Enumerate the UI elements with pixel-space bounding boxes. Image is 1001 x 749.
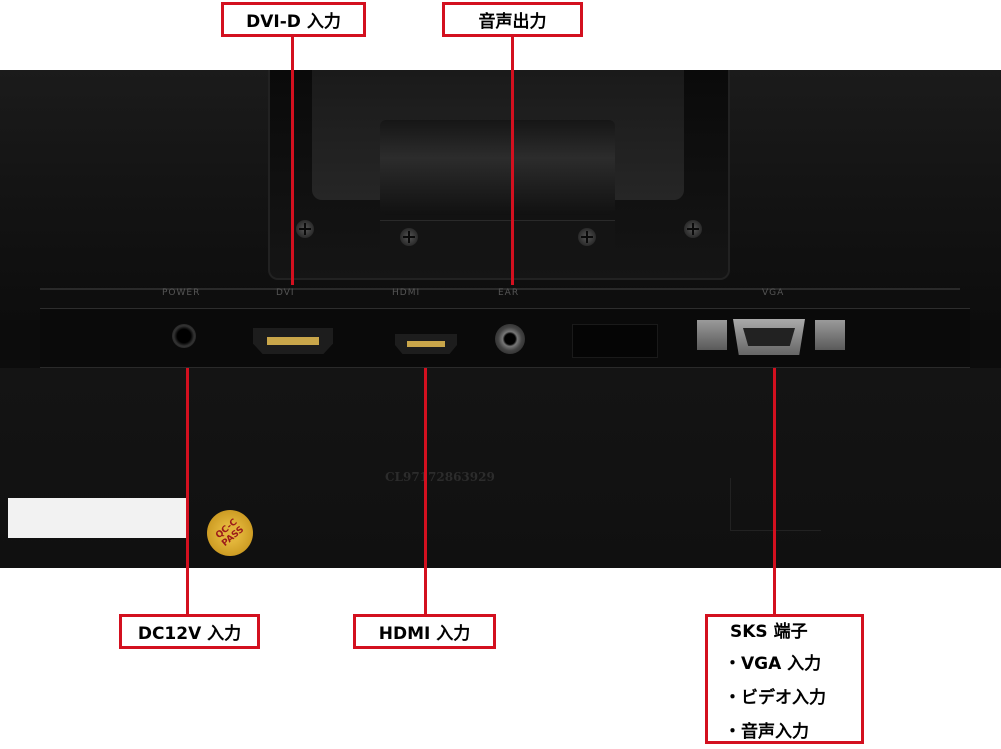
screw-icon	[684, 220, 702, 238]
sks-leader-line	[773, 368, 776, 616]
dc-leader-line	[186, 368, 189, 616]
silk-label-hdmi: HDMI	[392, 288, 421, 298]
silk-label-vga: VGA	[762, 288, 785, 298]
stand-bottom-strip	[380, 220, 615, 263]
vga-port	[733, 319, 805, 355]
serial-number: CL97172863929	[385, 470, 495, 484]
monitor-bottom-face	[0, 368, 1001, 568]
silk-label-dvi: DVI	[276, 288, 295, 298]
audio-out-leader-line	[511, 37, 514, 285]
dc-power-jack	[172, 324, 196, 348]
dc-input-label: DC12V 入力	[137, 624, 242, 644]
audio-jack	[495, 324, 525, 354]
hdmi-leader-line	[424, 368, 427, 616]
hdmi-input-label: HDMI 入力	[378, 624, 471, 644]
dc-input-callout: DC12V 入力	[119, 614, 260, 649]
audio-output-label: 音声出力	[478, 12, 547, 32]
screw-icon	[400, 228, 418, 246]
rear-ledge	[40, 288, 960, 290]
monitor-back-photo: POWER DVI HDMI EAR VGA QC-C PASS CL97172…	[0, 70, 1001, 568]
hdmi-input-callout: HDMI 入力	[353, 614, 496, 649]
dvi-input-callout: DVI-D 入力	[221, 2, 366, 37]
sks-item-video: ・ビデオ入力	[724, 688, 826, 708]
white-sticker	[8, 498, 186, 538]
sks-item-audio: ・音声入力	[724, 722, 809, 742]
qc-seal: QC-C PASS	[207, 510, 253, 556]
hdmi-port	[395, 334, 457, 354]
silk-label-ear: EAR	[498, 288, 520, 298]
port-cover	[572, 324, 658, 358]
sks-terminal-callout: SKS 端子 ・VGA 入力 ・ビデオ入力 ・音声入力	[705, 614, 864, 744]
silk-label-power: POWER	[162, 288, 201, 298]
dvi-port	[253, 328, 333, 354]
vga-right-nut	[815, 320, 845, 350]
audio-output-callout: 音声出力	[442, 2, 583, 37]
sks-title: SKS 端子	[730, 622, 808, 642]
dvi-input-label: DVI-D 入力	[246, 12, 341, 32]
screw-icon	[578, 228, 596, 246]
stand-hinge	[380, 120, 615, 215]
sks-item-vga: ・VGA 入力	[724, 654, 822, 674]
vga-left-nut	[697, 320, 727, 350]
dvi-leader-line	[291, 37, 294, 285]
screw-icon	[296, 220, 314, 238]
